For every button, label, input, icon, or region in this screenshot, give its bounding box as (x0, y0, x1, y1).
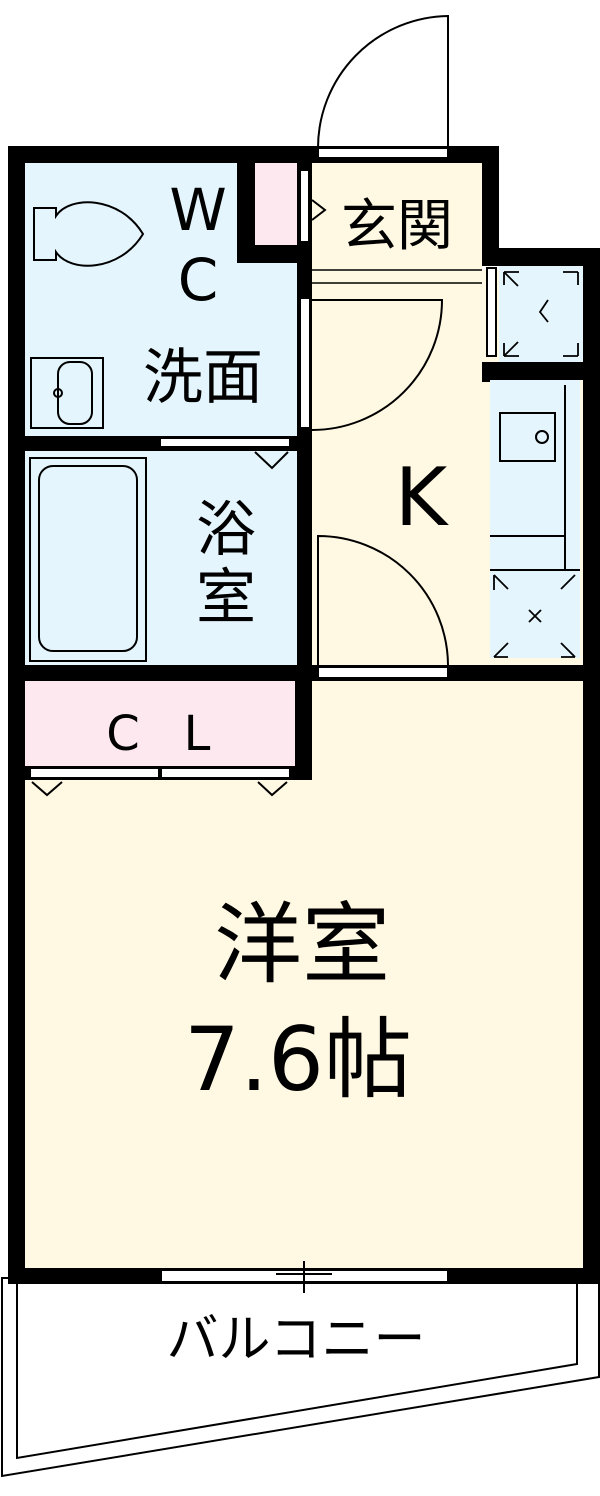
washroom-door[interactable] (299, 297, 311, 429)
shoe-cabinet-door[interactable] (299, 169, 310, 243)
toilet-icon (33, 201, 145, 267)
entrance-area (312, 163, 482, 273)
closet-door-left[interactable] (29, 767, 160, 779)
closet-label-l: L (184, 706, 211, 762)
wc-label-w: W (169, 176, 226, 244)
closet-door-right[interactable] (160, 767, 291, 779)
washer-space-icon (493, 574, 576, 658)
bath-label-2: 室 (196, 563, 256, 633)
washroom-door-swing (311, 299, 444, 431)
sink-icon (499, 412, 556, 462)
balcony-label: バルコニー (167, 1310, 426, 1370)
bath-label-1: 浴 (196, 495, 256, 565)
washroom-label: 洗面 (143, 343, 263, 413)
bathtub-icon (29, 457, 147, 662)
western-room-size: 7.6帖 (184, 1008, 412, 1111)
fixtures (29, 201, 580, 662)
kitchen-label: K (395, 451, 450, 544)
bath-area (25, 451, 298, 665)
washbasin-icon (30, 357, 104, 429)
closet-label-c: C (106, 706, 140, 762)
doors (29, 14, 497, 1293)
entrance-door-swing (317, 14, 449, 149)
western-room-label: 洋室 (214, 893, 390, 996)
room-door-swing (317, 534, 449, 666)
balcony (0, 1277, 600, 1478)
closet-door-storage[interactable] (486, 267, 497, 357)
shoe-cabinet (255, 163, 297, 245)
wc-label-c: C (178, 246, 219, 314)
bath-door[interactable] (159, 437, 291, 448)
entrance-door[interactable] (317, 147, 449, 159)
storage-closet-icon (503, 271, 579, 357)
room-door[interactable] (317, 666, 449, 679)
entrance-label: 玄関 (341, 194, 453, 259)
